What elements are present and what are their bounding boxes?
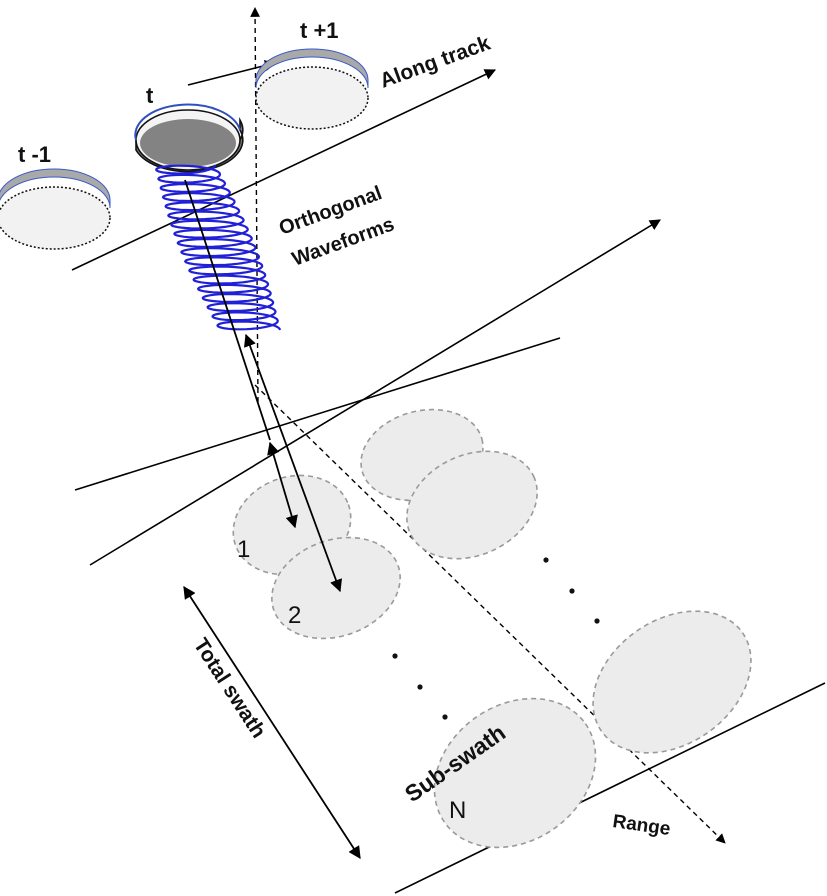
motion-arrow bbox=[187, 60, 277, 86]
waveform-spiral bbox=[155, 164, 282, 331]
footprints bbox=[232, 408, 752, 849]
label-range: Range bbox=[611, 811, 671, 840]
label-footprint-2: 2 bbox=[288, 602, 301, 629]
label-total-swath: Total swath bbox=[189, 634, 270, 742]
echo-arrow-2 bbox=[243, 333, 343, 593]
antenna-t bbox=[134, 103, 244, 173]
antenna-t-plus-1 bbox=[255, 48, 369, 130]
beam-line-1 bbox=[184, 179, 271, 441]
track-line-3 bbox=[89, 219, 661, 566]
label-footprint-n: N bbox=[449, 797, 466, 824]
label-t-minus-1: t -1 bbox=[18, 142, 51, 167]
label-footprint-1: 1 bbox=[237, 536, 250, 563]
label-along-track: Along track bbox=[377, 31, 494, 92]
antenna-t-minus-1 bbox=[0, 168, 111, 250]
footprint-upper-b bbox=[406, 450, 538, 560]
ellipsis-dots bbox=[392, 557, 600, 720]
footprint-n bbox=[433, 697, 597, 849]
footprint-far bbox=[592, 610, 752, 754]
label-t: t bbox=[146, 83, 154, 108]
track-line-top bbox=[71, 69, 497, 271]
total-swath-arrow bbox=[183, 585, 361, 860]
label-t-plus-1: t +1 bbox=[300, 18, 339, 43]
track-line-bottom bbox=[394, 682, 826, 894]
